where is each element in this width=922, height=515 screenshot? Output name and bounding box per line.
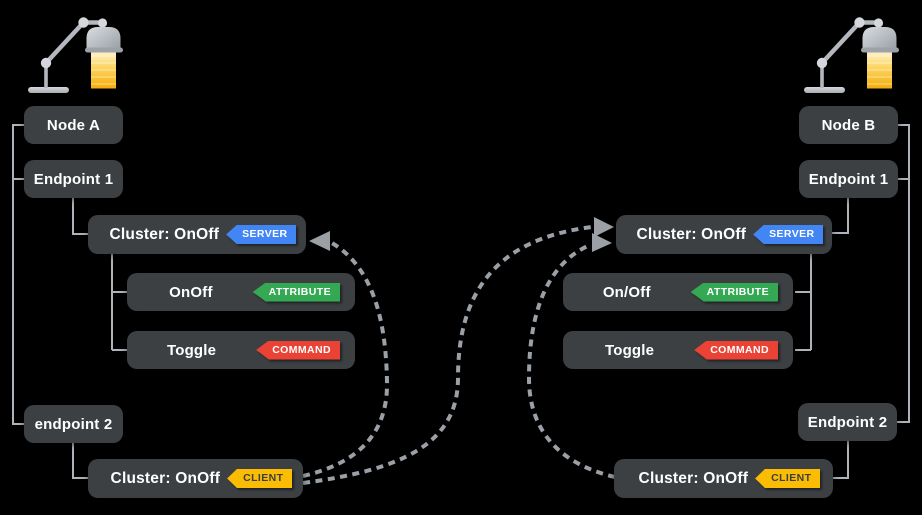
arrow-clientA-to-serverB <box>302 225 593 485</box>
node-b-cluster-client-label: Cluster: OnOff <box>638 469 749 487</box>
node-b-cluster-server-box: Cluster: OnOff SERVER <box>616 215 832 254</box>
node-b-command-box: Toggle COMMAND <box>563 331 793 369</box>
command-tag-icon: COMMAND <box>256 340 340 360</box>
desk-lamp-icon <box>28 17 123 93</box>
node-a-endpoint-1-label: Endpoint 1 <box>33 170 114 188</box>
arrowhead-into-server-b-upper <box>594 217 614 237</box>
node-b-command-label: Toggle <box>604 341 655 359</box>
attribute-badge: ATTRIBUTE <box>252 282 340 302</box>
server-tag-icon: SERVER <box>753 225 824 244</box>
node-b-endpoint-1-box: Endpoint 1 <box>799 160 898 198</box>
node-b-endpoint-2-label: Endpoint 2 <box>807 413 888 431</box>
node-b-attribute-label: On/Off <box>602 283 651 301</box>
server-tag-icon: SERVER <box>226 225 297 244</box>
node-b-label: Node B <box>821 116 876 134</box>
node-a-endpoint-2-box: endpoint 2 <box>24 405 123 443</box>
attribute-tag-icon: ATTRIBUTE <box>252 282 340 302</box>
client-tag-icon: CLIENT <box>227 469 293 488</box>
node-a-cluster-server-box: Cluster: OnOff SERVER <box>88 215 306 254</box>
arrowhead-into-server-a <box>309 231 330 251</box>
command-badge: COMMAND <box>694 340 778 360</box>
node-a-cluster-client-label: Cluster: OnOff <box>110 469 221 487</box>
arrow-clientB-to-serverB <box>526 243 616 479</box>
node-a-cluster-client-box: Cluster: OnOff CLIENT <box>88 459 303 498</box>
command-badge: COMMAND <box>256 340 340 360</box>
server-badge: SERVER <box>753 225 824 244</box>
client-badge: CLIENT <box>755 469 821 488</box>
node-a-cluster-server-label: Cluster: OnOff <box>109 225 220 243</box>
node-a-label: Node A <box>46 116 101 134</box>
node-a-attribute-label: OnOff <box>169 283 213 301</box>
arrow-clientA-to-serverA <box>302 241 390 478</box>
node-a-box: Node A <box>24 106 123 144</box>
attribute-badge: ATTRIBUTE <box>690 282 778 302</box>
attribute-tag-icon: ATTRIBUTE <box>690 282 778 302</box>
node-b-endpoint-2-box: Endpoint 2 <box>798 403 897 441</box>
binding-arrows <box>302 225 616 485</box>
arrowheads <box>309 217 614 252</box>
node-a-command-label: Toggle <box>166 341 217 359</box>
node-a-attribute-box: OnOff ATTRIBUTE <box>127 273 355 311</box>
light-beam <box>91 49 116 89</box>
node-b-cluster-client-box: Cluster: OnOff CLIENT <box>614 459 833 498</box>
tree-connectors-node-a <box>12 124 127 479</box>
tree-connectors-node-b <box>795 124 910 479</box>
node-b-attribute-box: On/Off ATTRIBUTE <box>563 273 793 311</box>
lamp-shade <box>86 27 121 51</box>
node-b-cluster-server-label: Cluster: OnOff <box>636 225 747 243</box>
node-b-box: Node B <box>799 106 898 144</box>
node-a-command-box: Toggle COMMAND <box>127 331 355 369</box>
node-b-endpoint-1-label: Endpoint 1 <box>808 170 889 188</box>
server-badge: SERVER <box>226 225 297 244</box>
node-a-endpoint-2-label: endpoint 2 <box>34 415 113 433</box>
client-badge: CLIENT <box>227 469 293 488</box>
command-tag-icon: COMMAND <box>694 340 778 360</box>
client-tag-icon: CLIENT <box>755 469 821 488</box>
desk-lamp-icon <box>804 17 899 93</box>
node-a-endpoint-1-box: Endpoint 1 <box>24 160 123 198</box>
arrowhead-into-server-b-lower <box>592 233 612 252</box>
